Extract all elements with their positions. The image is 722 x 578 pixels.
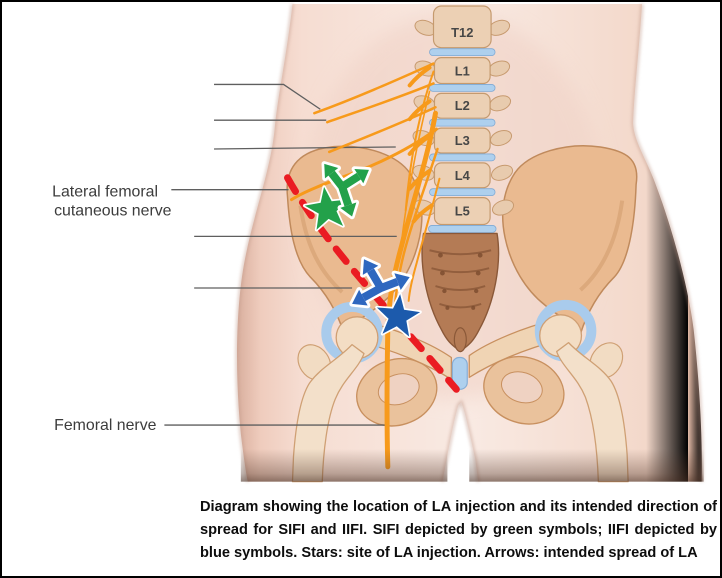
right-leg-fade: [240, 448, 448, 482]
sacral-foramina: [438, 252, 483, 310]
nerve-strand-crossing-2: [400, 90, 431, 242]
nerve-branch-upper-2: [325, 82, 435, 124]
label-lateral-femoral-cutaneous-nerve-line1: Lateral femoral: [52, 184, 158, 201]
coccyx: [453, 327, 467, 353]
nerve-strand-crossing-1: [404, 70, 435, 212]
figure-caption: Diagram showing the location of LA injec…: [200, 499, 717, 561]
nerve-branch-upper-1: [313, 62, 435, 115]
injection-dashed-line: [284, 174, 460, 393]
injection-line-group: [284, 174, 460, 393]
vertebra-label-l1: L1: [455, 63, 470, 78]
vertebral-bodies: [432, 5, 492, 226]
vertebra-label-l5: L5: [455, 204, 470, 219]
label-femoral-nerve: Femoral nerve: [54, 417, 157, 434]
leader-line-3: [214, 146, 396, 150]
vertebra-labels: T12 L1 L2 L3 L4 L5: [451, 25, 473, 219]
left-ilium-bone: [501, 145, 638, 335]
anatomy-labels: Lateral femoral cutaneous nerve Femoral …: [52, 184, 172, 434]
nerve-root-stub: [407, 65, 432, 88]
iifi-symbols: [349, 256, 424, 340]
left-obturator-foramen: [501, 371, 543, 404]
leader-lines: [164, 83, 397, 426]
sifi-symbols: [300, 161, 372, 233]
nerve-strand-sacral: [407, 177, 441, 302]
iifi-spread-arrows-icon: [349, 256, 413, 309]
lumbar-spine: T12 L1 L2 L3 L4 L5: [412, 5, 515, 233]
pelvis-bones: T12 L1 L2 L3 L4 L5: [286, 5, 638, 483]
vertebra-label-l2: L2: [455, 98, 470, 113]
label-lateral-femoral-cutaneous-nerve-line2: cutaneous nerve: [54, 203, 172, 220]
body-outline: [235, 3, 704, 482]
left-iliac-fossa-shading: [579, 200, 625, 292]
vertebra-label-l4: L4: [455, 168, 471, 183]
sifi-spread-arrows-icon: [321, 161, 372, 220]
nerve-root-stub: [407, 134, 432, 156]
sacral-ridges: [429, 249, 492, 309]
right-iliac-fossa-shading: [298, 205, 344, 294]
vertebra-label-t12: T12: [451, 25, 473, 40]
leader-line-1: [214, 83, 321, 110]
lumbar-plexus-nerves: [289, 62, 441, 470]
nerve-strand-parallel: [393, 147, 439, 312]
left-leg-fade: [469, 448, 704, 482]
vertebra-label-l3: L3: [455, 133, 470, 148]
intervertebral-discs: [428, 48, 497, 233]
